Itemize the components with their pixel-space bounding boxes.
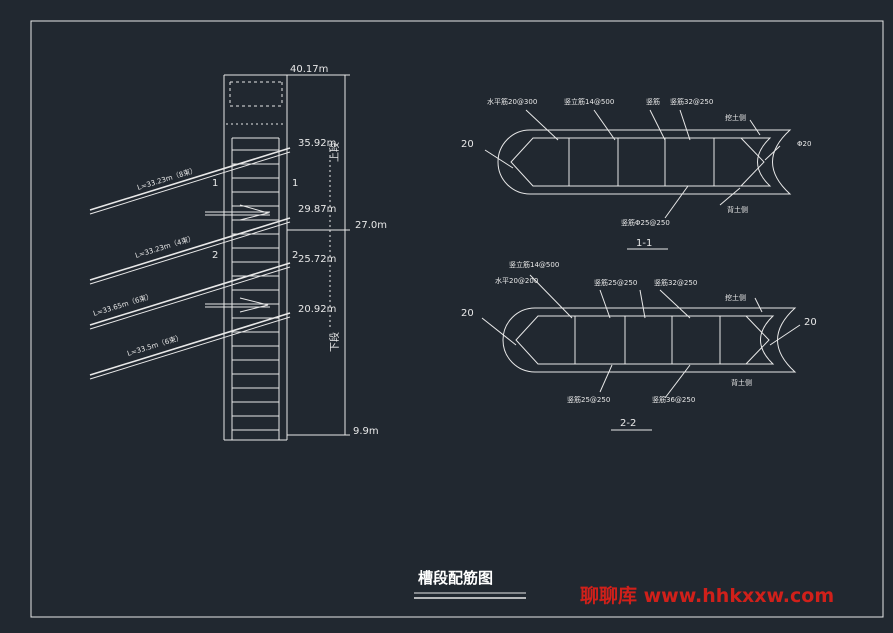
section-2-leaders: [481, 274, 801, 399]
anchor-elevation-3: 25.72m: [298, 254, 336, 265]
horizontal-rebars: [232, 149, 279, 431]
section-1-horizontal-bar: 水平筋20@300: [487, 97, 537, 106]
section-2-stirrup-bottom-a: 竖筋25@250: [567, 395, 610, 404]
section-2-outline: [502, 307, 797, 373]
lower-segment-label: 下段: [328, 332, 341, 352]
mid-elevation-label: 27.0m: [355, 220, 387, 231]
section-cut-arrows: [205, 204, 270, 313]
anchor-elevation-4: 20.92m: [298, 304, 336, 315]
section-1-vertical-bar: 竖立筋14@500: [564, 97, 614, 106]
section-1-stirrup-b: 竖筋32@250: [670, 97, 713, 106]
section-1-stirrups: [568, 137, 765, 187]
section-1-title: 1-1: [636, 238, 652, 249]
section-1-dim-right: Φ20: [797, 140, 811, 148]
anchor-tendons: [89, 147, 291, 380]
section-2-title: 2-2: [620, 418, 636, 429]
section-mark-2-right: 2: [292, 250, 298, 261]
section-2-backfill-side: 背土侧: [731, 378, 752, 387]
section-1-stirrup-a: 竖筋: [646, 97, 660, 106]
drawing-title: 槽段配筋图: [418, 569, 493, 587]
section-2-vertical-bar: 竖立筋14@500: [509, 260, 559, 269]
top-elevation-label: 40.17m: [290, 64, 328, 75]
section-1-excavated-side: 挖土侧: [725, 113, 746, 122]
section-2-rebar-cage: [515, 315, 775, 365]
section-2-excavated-side: 挖土侧: [725, 293, 746, 302]
bottom-elevation-label: 9.9m: [353, 426, 379, 437]
anchor-elevation-1: 35.92m: [298, 138, 336, 149]
section-2-2: 20 20 竖立筋14@500 水平20@200 竖筋25@250 竖筋32@2…: [461, 260, 817, 431]
section-mark-1-right: 1: [292, 178, 298, 189]
section-2-stirrup-bottom-b: 竖筋36@250: [652, 395, 695, 404]
anchor-elevation-2: 29.87m: [298, 204, 336, 215]
section-2-stirrup-b: 竖筋32@250: [654, 278, 697, 287]
elevation-view: 40.17m 35.92m 29.87m 25.72m 20.92m 27.0m…: [89, 64, 387, 441]
section-2-dim-right: 20: [804, 317, 817, 328]
section-mark-2-left: 2: [212, 250, 218, 261]
drawing-frame: [30, 20, 884, 618]
section-1-leaders: [484, 109, 781, 219]
section-2-horizontal-bar: 水平20@200: [495, 276, 538, 285]
section-1-1: 20 Φ20 水平筋20@300 竖立筋14@500 竖筋 竖筋32@250 挖…: [461, 97, 811, 250]
section-1-stirrup-bottom: 竖筋Φ25@250: [621, 218, 670, 227]
section-mark-1-left: 1: [212, 178, 218, 189]
section-1-dim-left: 20: [461, 139, 474, 150]
section-2-stirrups: [574, 315, 770, 365]
section-1-rebar-cage: [510, 137, 772, 187]
section-2-stirrup-a: 竖筋25@250: [594, 278, 637, 287]
crown-beam: [226, 81, 286, 125]
upper-segment-label: 上段: [328, 142, 341, 162]
section-1-backfill-side: 背土侧: [727, 205, 748, 214]
section-1-outline: [497, 129, 792, 195]
watermark: 聊聊库 www.hhkxxw.com: [580, 584, 834, 607]
section-2-dim-left: 20: [461, 308, 474, 319]
